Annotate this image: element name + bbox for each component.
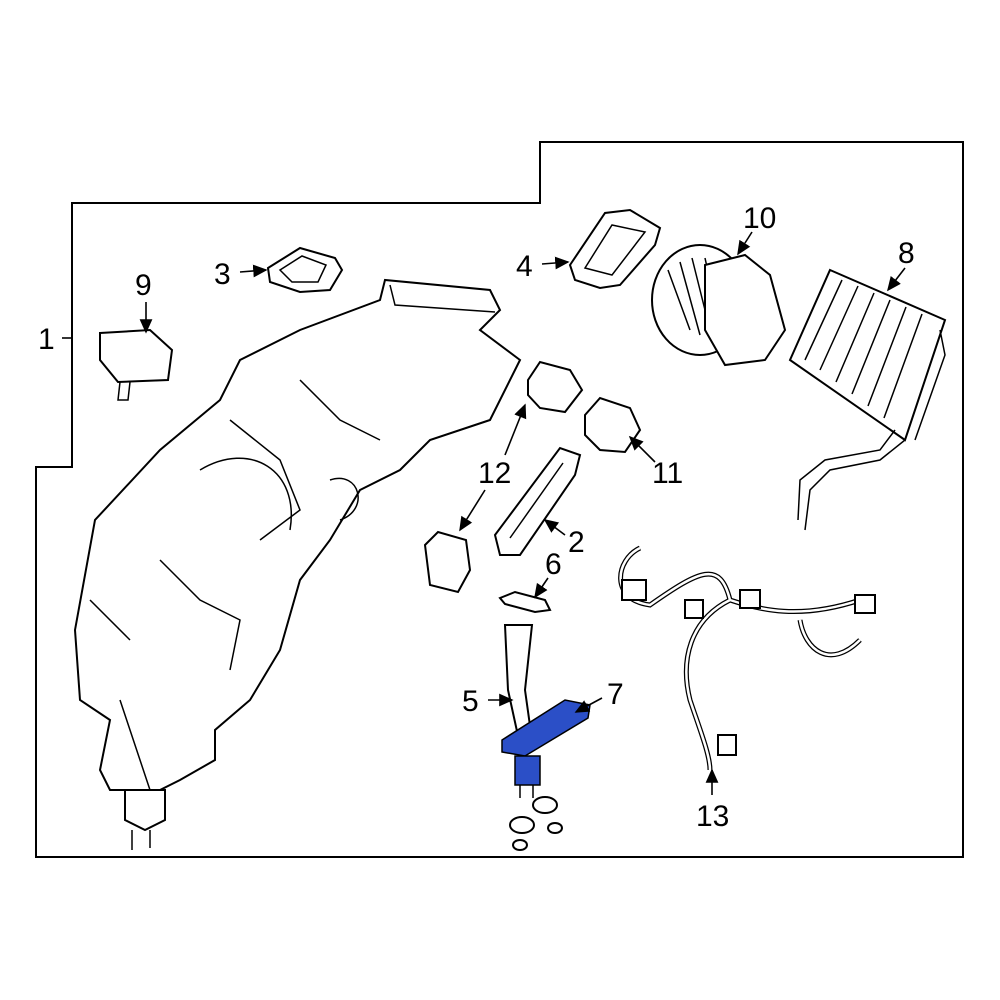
callout-6: 6 (545, 548, 562, 581)
callout-10: 10 (743, 202, 776, 235)
o-rings (509, 796, 563, 851)
lever-part-2[interactable] (493, 446, 582, 556)
blower-motor-part[interactable] (651, 244, 787, 367)
callout-2: 2 (568, 526, 585, 559)
leader-lines (62, 231, 906, 795)
assembly-border (35, 141, 964, 858)
actuator-part-12-upper[interactable] (527, 360, 584, 414)
callout-13: 13 (696, 800, 729, 833)
clip-part-6[interactable] (498, 590, 552, 614)
callout-4: 4 (516, 250, 533, 283)
bracket-part-7-highlighted[interactable] (501, 699, 591, 798)
actuator-part-12-lower[interactable] (423, 530, 472, 594)
callout-11: 11 (652, 457, 683, 490)
callout-12: 12 (478, 457, 511, 490)
expansion-valve-part[interactable] (99, 328, 174, 401)
callout-5: 5 (462, 685, 479, 718)
callout-8: 8 (898, 237, 915, 270)
heater-core-part[interactable] (788, 268, 947, 531)
hvac-housing-part[interactable] (73, 278, 522, 850)
callout-3: 3 (214, 258, 231, 291)
seal-part-3[interactable] (266, 246, 344, 294)
wiring-harness-part-13[interactable] (618, 545, 876, 771)
seal-part-4[interactable] (568, 208, 662, 290)
actuator-part-11[interactable] (584, 396, 642, 454)
callout-9: 9 (135, 269, 152, 302)
callout-1: 1 (38, 323, 55, 356)
callout-7: 7 (607, 678, 624, 711)
